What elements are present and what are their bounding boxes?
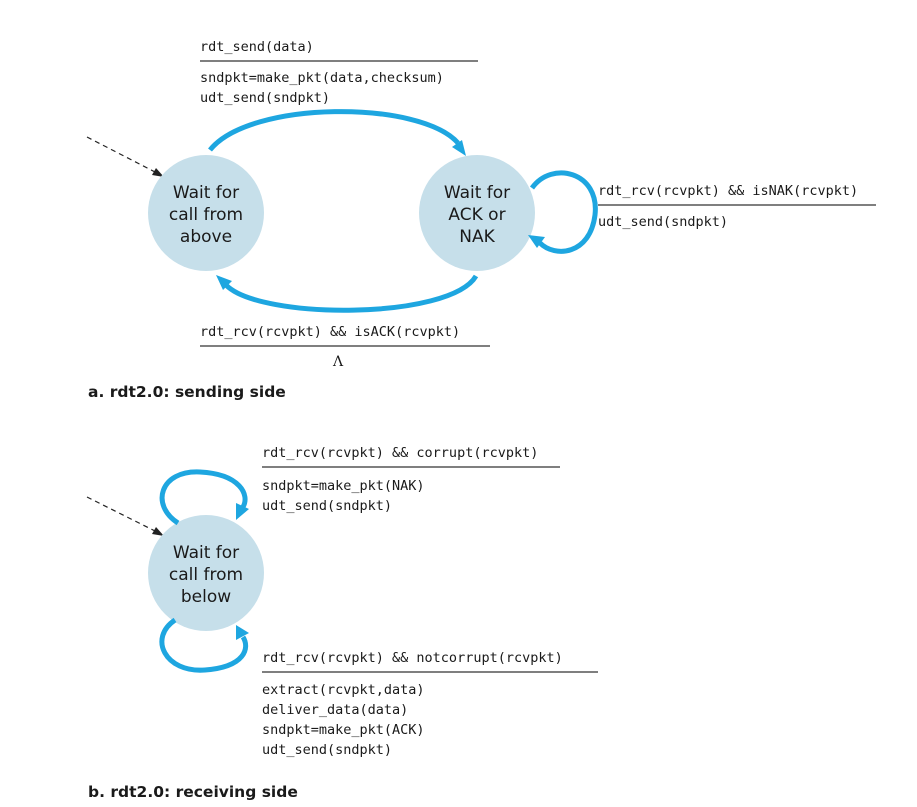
svg-text:rdt_rcv(rcvpkt) && isACK(rcvpk: rdt_rcv(rcvpkt) && isACK(rcvpkt) (200, 324, 460, 340)
transition-arrow-nak-loop (528, 170, 598, 254)
receiver-caption: b. rdt2.0: receiving side (88, 783, 298, 801)
svg-text:udt_send(sndpkt): udt_send(sndpkt) (598, 214, 728, 230)
state-wait-ack-nak: Wait for ACK or NAK (419, 155, 535, 271)
svg-text:deliver_data(data): deliver_data(data) (262, 702, 408, 718)
transition-arrow-ack (216, 274, 479, 313)
transition-label-send: rdt_send(data) sndpkt=make_pkt(data,chec… (200, 39, 478, 106)
transition-arrow-corrupt-loop (159, 469, 249, 526)
transition-label-corrupt: rdt_rcv(rcvpkt) && corrupt(rcvpkt) sndpk… (262, 445, 560, 514)
svg-text:NAK: NAK (459, 227, 495, 247)
svg-text:Wait for: Wait for (444, 183, 510, 203)
svg-text:ACK or: ACK or (448, 205, 505, 225)
svg-text:udt_send(sndpkt): udt_send(sndpkt) (200, 90, 330, 106)
svg-text:Wait for: Wait for (173, 183, 239, 203)
svg-text:rdt_rcv(rcvpkt) && isNAK(rcvpk: rdt_rcv(rcvpkt) && isNAK(rcvpkt) (598, 183, 858, 199)
svg-text:extract(rcvpkt,data): extract(rcvpkt,data) (262, 682, 425, 698)
svg-text:sndpkt=make_pkt(data,checksum): sndpkt=make_pkt(data,checksum) (200, 70, 444, 86)
state-wait-call-above: Wait for call from above (148, 155, 264, 271)
sender-fsm: Wait for call from above Wait for ACK or… (86, 39, 876, 401)
state-wait-call-below: Wait for call from below (148, 515, 264, 631)
svg-text:call from: call from (169, 565, 243, 585)
svg-text:sndpkt=make_pkt(NAK): sndpkt=make_pkt(NAK) (262, 478, 425, 494)
svg-text:rdt_rcv(rcvpkt) && corrupt(rcv: rdt_rcv(rcvpkt) && corrupt(rcvpkt) (262, 445, 538, 461)
transition-label-notcorrupt: rdt_rcv(rcvpkt) && notcorrupt(rcvpkt) ex… (262, 650, 598, 758)
svg-text:rdt_send(data): rdt_send(data) (200, 39, 314, 55)
receiver-fsm: Wait for call from below rdt_rcv(rcvpkt)… (86, 445, 598, 801)
transition-arrow-send (208, 109, 466, 156)
svg-text:udt_send(sndpkt): udt_send(sndpkt) (262, 742, 392, 758)
transition-label-ack: rdt_rcv(rcvpkt) && isACK(rcvpkt) Λ (200, 324, 490, 370)
sender-initial-arrow (86, 136, 164, 177)
svg-text:sndpkt=make_pkt(ACK): sndpkt=make_pkt(ACK) (262, 722, 425, 738)
svg-text:rdt_rcv(rcvpkt) && notcorrupt(: rdt_rcv(rcvpkt) && notcorrupt(rcvpkt) (262, 650, 563, 666)
svg-text:Wait for: Wait for (173, 543, 239, 563)
transition-label-nak: rdt_rcv(rcvpkt) && isNAK(rcvpkt) udt_sen… (598, 183, 876, 230)
transition-arrow-notcorrupt-loop (159, 617, 249, 673)
svg-text:below: below (181, 587, 231, 607)
svg-text:call from: call from (169, 205, 243, 225)
lambda-action: Λ (332, 354, 344, 370)
svg-text:udt_send(sndpkt): udt_send(sndpkt) (262, 498, 392, 514)
sender-caption: a. rdt2.0: sending side (88, 383, 286, 401)
svg-text:above: above (180, 227, 232, 247)
receiver-initial-arrow (86, 496, 164, 536)
